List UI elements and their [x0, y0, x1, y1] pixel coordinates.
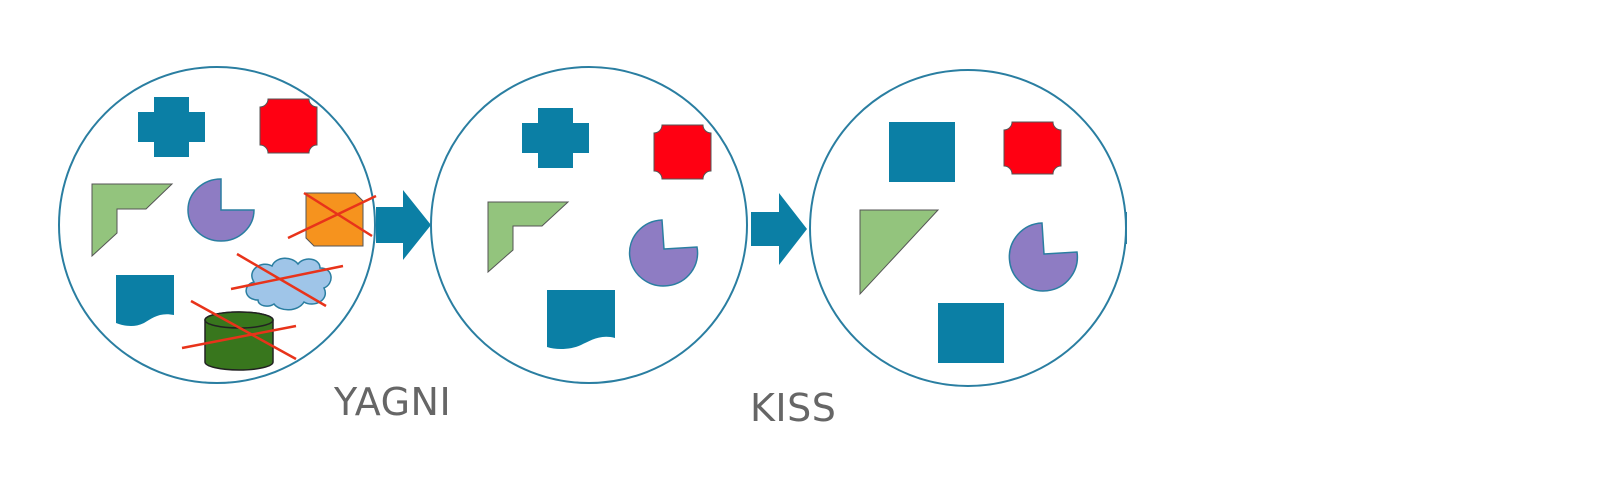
strike-line	[190, 299, 297, 361]
kiss-label: KISS	[750, 386, 837, 430]
folded-corner-box-icon	[305, 192, 364, 247]
strike-line	[236, 252, 327, 308]
plus-cross-shape-icon	[522, 108, 589, 168]
l-corner-shape-icon	[487, 201, 570, 274]
circle-kiss-set	[809, 69, 1127, 387]
circle-original-set	[58, 66, 377, 384]
removed-folded-box-group	[287, 191, 377, 247]
rounded-octagon-shape-icon	[1003, 121, 1062, 175]
square-shape-icon	[889, 122, 955, 182]
square-shape-icon	[938, 303, 1004, 363]
strike-line	[230, 264, 344, 291]
set-boundary-circle	[430, 66, 748, 384]
rounded-octagon-shape-icon	[653, 124, 712, 180]
right-triangle-shape-icon	[859, 209, 940, 296]
removed-cloud-group	[230, 252, 344, 311]
pie-chart-shape-icon	[628, 219, 699, 287]
removed-database-group	[181, 299, 297, 371]
pie-chart-shape-icon	[187, 178, 255, 242]
right-arrow-icon	[751, 193, 807, 265]
circle-yagni-set	[430, 66, 748, 384]
rounded-octagon-shape-icon	[259, 98, 318, 154]
strike-line	[287, 194, 377, 240]
plus-cross-shape-icon	[138, 97, 205, 157]
document-shape-icon	[547, 290, 615, 350]
set-boundary-circle	[58, 66, 376, 384]
document-shape-icon	[116, 275, 174, 327]
strike-line	[181, 324, 297, 350]
pie-chart-shape-icon	[1008, 222, 1079, 292]
l-corner-shape-icon	[91, 183, 174, 258]
yagni-label: YAGNI	[334, 380, 452, 424]
right-arrow-icon	[376, 190, 431, 260]
